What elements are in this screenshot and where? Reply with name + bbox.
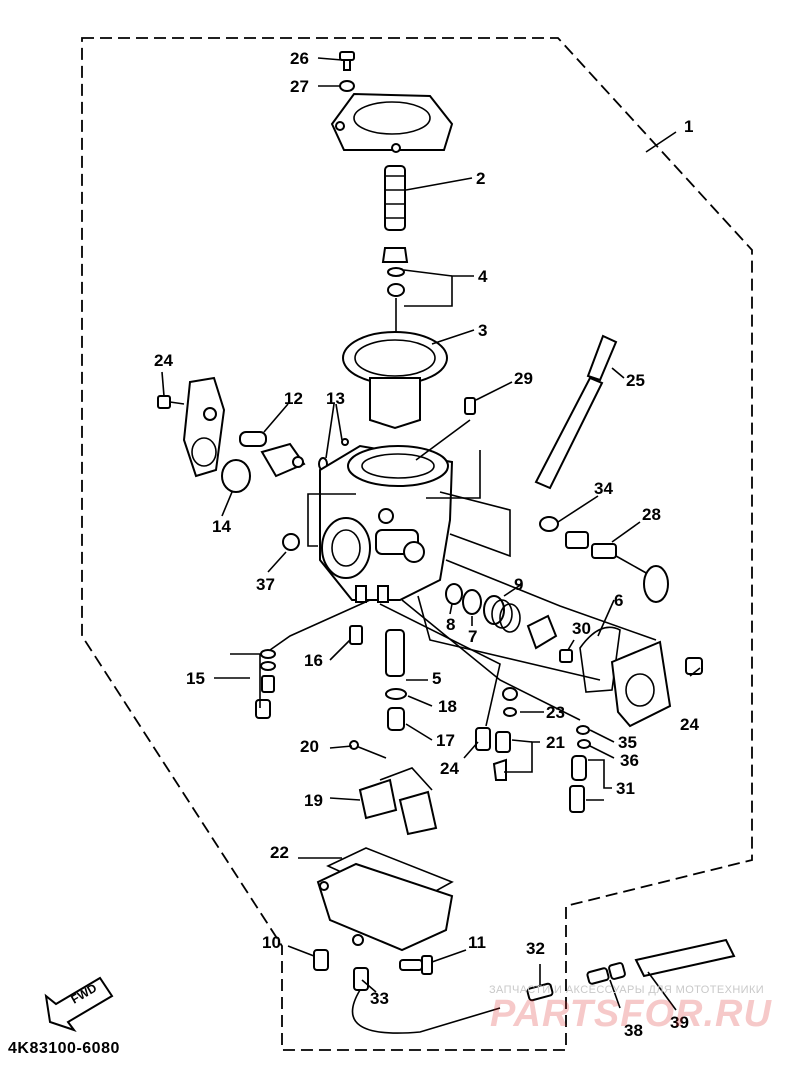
callout-5: 5 [432,669,441,688]
part-32-screw-spring [569,755,587,813]
part-29-starter-plunger [565,531,669,603]
callout-36: 35 [618,733,637,752]
part-2-spring [384,165,406,231]
callout-20: 20 [300,737,319,756]
watermark-site: PARTSFOR.RU [490,993,772,1035]
part-23-ring [503,707,517,717]
part-37-ring [577,739,591,749]
callout-21: 21 [546,733,565,752]
assembly-boundary [81,37,753,1051]
fwd-arrow-icon: FWD [44,976,114,1032]
part-15-screw-set [255,649,276,719]
callout-10: 10 [262,933,281,952]
part-40-hose [634,938,736,978]
callout-9: 9 [514,575,523,594]
callout-24: 24 [154,351,173,370]
part-24-bracket [157,376,226,478]
part-35-o-ring [539,516,559,532]
callout-39: 38 [624,1021,643,1040]
part-9-spring [483,595,521,633]
part-19-float [358,767,438,836]
callout-13: 13 [326,389,345,408]
part-31-lever [526,614,573,663]
callout-6: 6 [614,591,623,610]
callout-34: 33 [370,989,389,1008]
part-20-pin [349,740,387,759]
callout-18: 18 [438,697,457,716]
part-22-float-bowl [316,847,454,952]
part-10-screw [313,949,329,971]
callout-7: 7 [468,627,477,646]
callout-19: 19 [304,791,323,810]
part-30-screw [464,397,476,415]
callout-24b: 24 [680,715,699,734]
callout-26: 25 [626,371,645,390]
callout-14: 14 [212,517,231,536]
callout-28: 27 [290,77,309,96]
callout-11: 11 [468,933,486,952]
part-6-cover [579,626,703,728]
part-5-needle-jet [385,629,405,677]
part-25-jet [475,727,491,751]
callout-15: 15 [186,669,205,688]
part-13-ring [341,438,349,446]
part-1-top-cover [330,92,454,153]
callout-labels: 26 27 1 2 4 3 29 25 24 12 13 14 34 28 9 … [154,49,699,1040]
callout-12: 12 [284,389,303,408]
leader-lines [161,57,701,1011]
callout-1: 1 [684,117,693,136]
callout-35: 34 [594,479,613,498]
callout-30: 29 [514,369,533,388]
callout-31: 30 [572,619,591,638]
part-26-hose [534,334,618,490]
part-16-jet [349,625,363,645]
callout-25: 24 [440,759,459,778]
callout-2: 2 [476,169,485,188]
callout-27: 26 [290,49,309,68]
part-3-diaphragm [342,331,448,430]
callout-23: 23 [546,703,565,722]
callout-22: 22 [270,843,289,862]
part-27-screw [339,51,355,71]
callout-17: 17 [436,731,455,750]
watermark-tagline: ЗАПЧАСТИ И АКСЕССУАРЫ ДЛЯ МОТОТЕХНИКИ [489,984,765,996]
callout-29: 28 [642,505,661,524]
part-12-pilot-screw [239,431,306,478]
callout-37: 36 [620,751,639,770]
part-34-drain [353,967,369,991]
callout-38: 37 [256,575,275,594]
callout-16: 16 [304,651,323,670]
callout-32: 31 [616,779,635,798]
callout-8: 8 [446,615,455,634]
part-23-cap [502,687,518,701]
part-11-screw [399,955,433,975]
part-33-fitting [526,982,554,1002]
carburetor-body [319,444,454,603]
part-36-ring [576,725,590,735]
callout-40: 39 [670,1013,689,1032]
part-14-o-ring [221,459,251,493]
part-18-washer [385,688,407,700]
diagram-code: 4K83100-6080 [8,1040,120,1057]
part-38-nut [282,533,300,551]
part-21-needle-valve [492,731,511,781]
drain-hose [351,989,501,1034]
callout-3: 3 [478,321,487,340]
part-39-clamp [586,962,626,985]
callout-33: 32 [526,939,545,958]
part-17-main-jet [387,707,405,731]
part-28-washer [339,80,355,92]
part-7-seal [462,589,482,615]
callout-4: 4 [478,267,488,286]
part-8-washer [445,583,463,605]
